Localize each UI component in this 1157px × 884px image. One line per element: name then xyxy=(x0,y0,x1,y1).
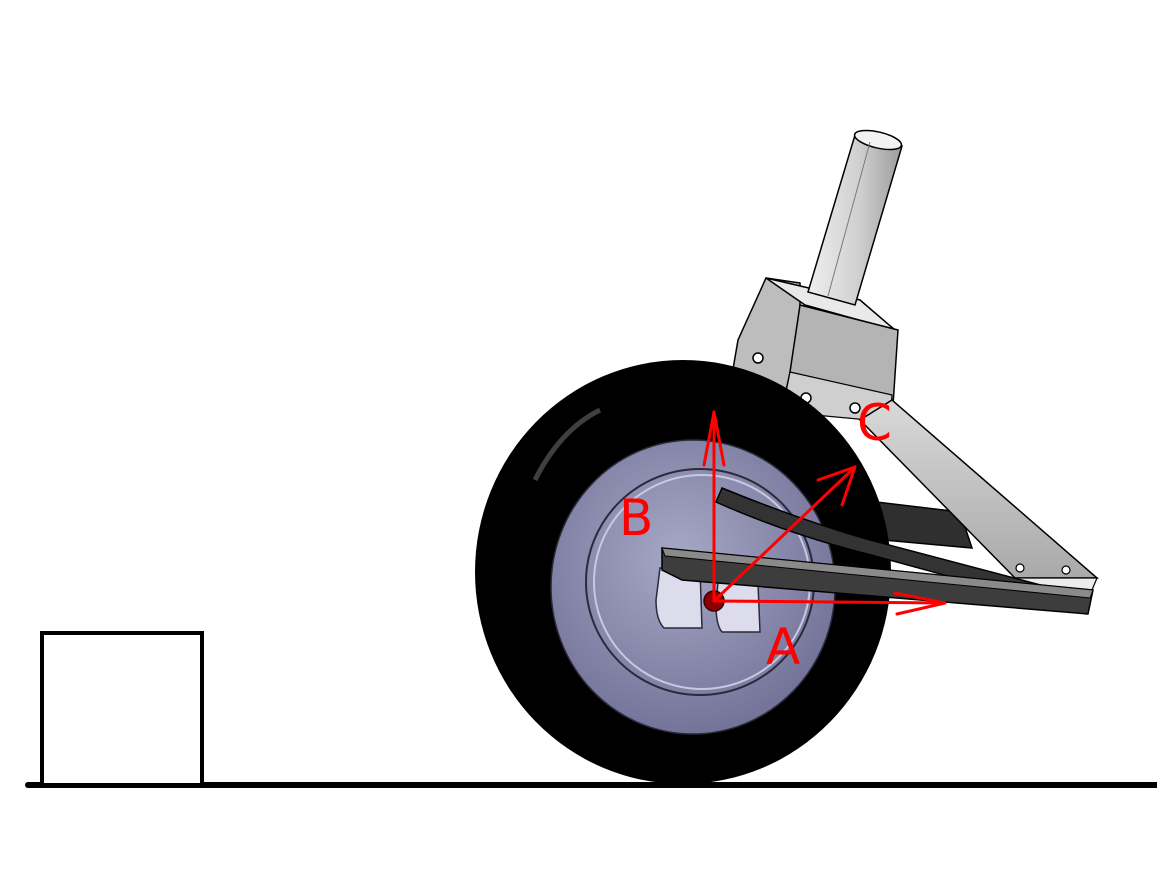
hub-slot xyxy=(655,567,703,629)
vector-c-label: C xyxy=(857,394,892,452)
vector-c-arrow xyxy=(712,465,857,603)
vector-a-label: A xyxy=(766,618,800,676)
box-obstacle xyxy=(40,631,204,787)
bolt-hole xyxy=(1061,565,1071,575)
strut-post xyxy=(807,129,903,306)
vector-b-label: B xyxy=(619,489,653,547)
vector-annotations xyxy=(702,410,947,616)
bolt-hole xyxy=(1015,563,1025,573)
vector-b-arrow xyxy=(702,410,726,603)
bolt-hole xyxy=(752,352,764,364)
bolt-hole xyxy=(849,402,861,414)
vector-a-arrow xyxy=(712,591,947,616)
